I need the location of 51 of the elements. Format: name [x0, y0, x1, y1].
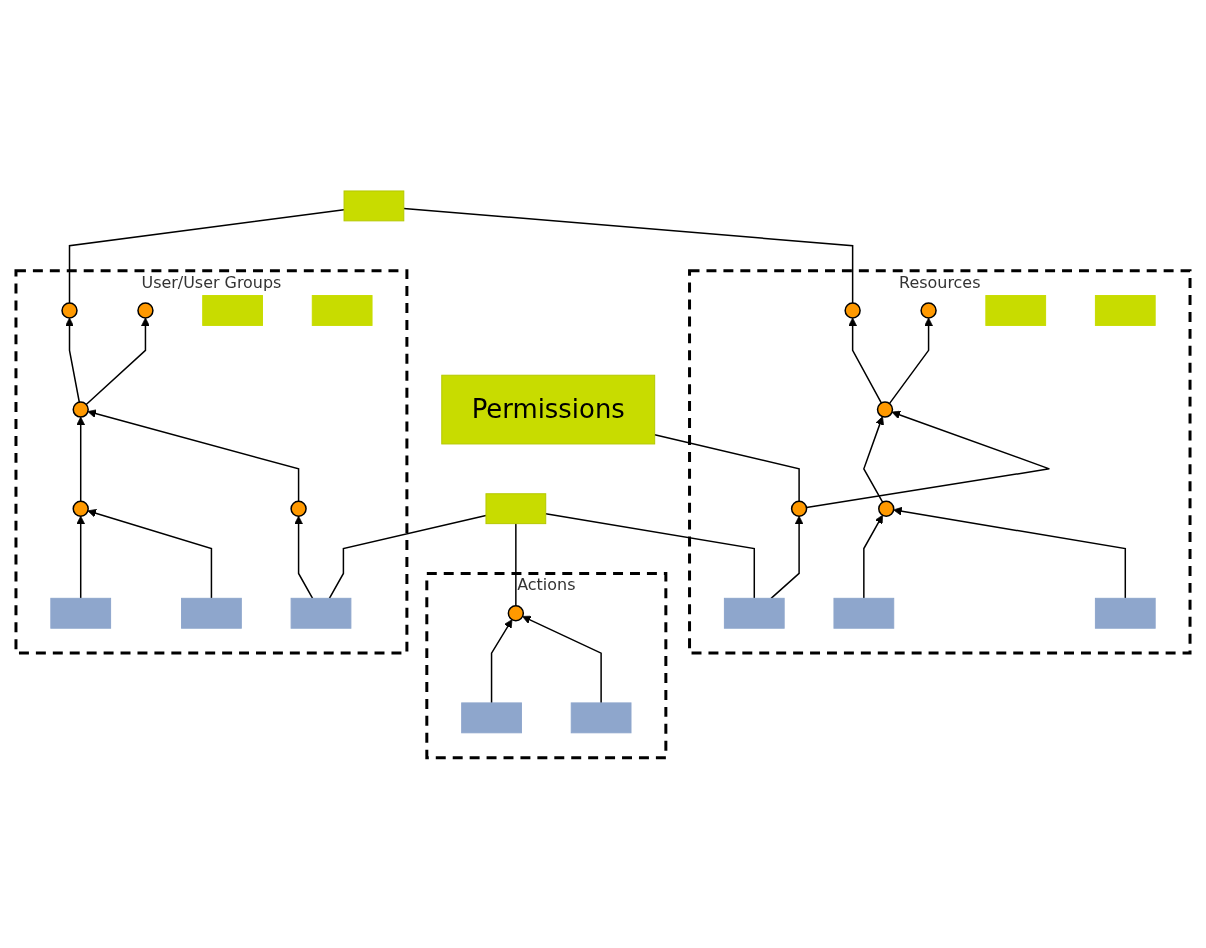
node-box	[485, 492, 547, 524]
node-box	[723, 597, 785, 629]
arrow	[76, 416, 86, 502]
node-ellipse	[920, 301, 937, 319]
cluster: User/User Groups	[14, 268, 409, 655]
node-box	[50, 597, 112, 629]
node-bar	[202, 294, 263, 326]
node-box	[1094, 597, 1156, 629]
arrow	[85, 317, 150, 405]
arrow	[87, 409, 300, 502]
node-box	[343, 190, 405, 221]
arrow	[522, 615, 602, 704]
node-ellipse	[878, 500, 895, 517]
node-ellipse	[507, 604, 525, 622]
connector	[403, 207, 854, 304]
arrow	[805, 410, 1051, 508]
arrow	[893, 506, 1127, 599]
arrow	[490, 618, 513, 704]
node-ellipse	[290, 500, 307, 517]
node-ellipse	[72, 401, 89, 418]
arrow	[848, 317, 883, 404]
node-box	[570, 702, 632, 733]
node-box: Permissions	[441, 374, 656, 445]
node-ellipse	[790, 500, 808, 517]
arrow	[76, 515, 86, 599]
node-ellipse	[61, 301, 78, 319]
connector	[68, 208, 345, 304]
node-bar	[985, 294, 1047, 326]
node-ellipse	[844, 301, 861, 319]
arrow	[65, 317, 81, 403]
node-box	[290, 597, 352, 629]
node-box	[461, 702, 522, 733]
cluster: Actions	[425, 571, 668, 759]
arrow	[863, 415, 884, 503]
node-box	[181, 597, 242, 629]
arrow	[294, 515, 314, 599]
connector	[545, 512, 756, 599]
node-box	[833, 597, 895, 629]
cluster: Resources	[688, 268, 1192, 655]
node-bar	[311, 294, 373, 326]
connector	[653, 433, 800, 502]
arrow	[87, 508, 213, 599]
arrow	[863, 514, 883, 599]
arrow	[770, 515, 804, 599]
connector	[328, 514, 487, 599]
node-bar	[1094, 294, 1156, 326]
connector	[515, 522, 517, 607]
node-ellipse	[72, 500, 89, 517]
node-ellipse	[137, 301, 154, 319]
arrow	[888, 317, 933, 404]
node-ellipse	[876, 401, 894, 418]
